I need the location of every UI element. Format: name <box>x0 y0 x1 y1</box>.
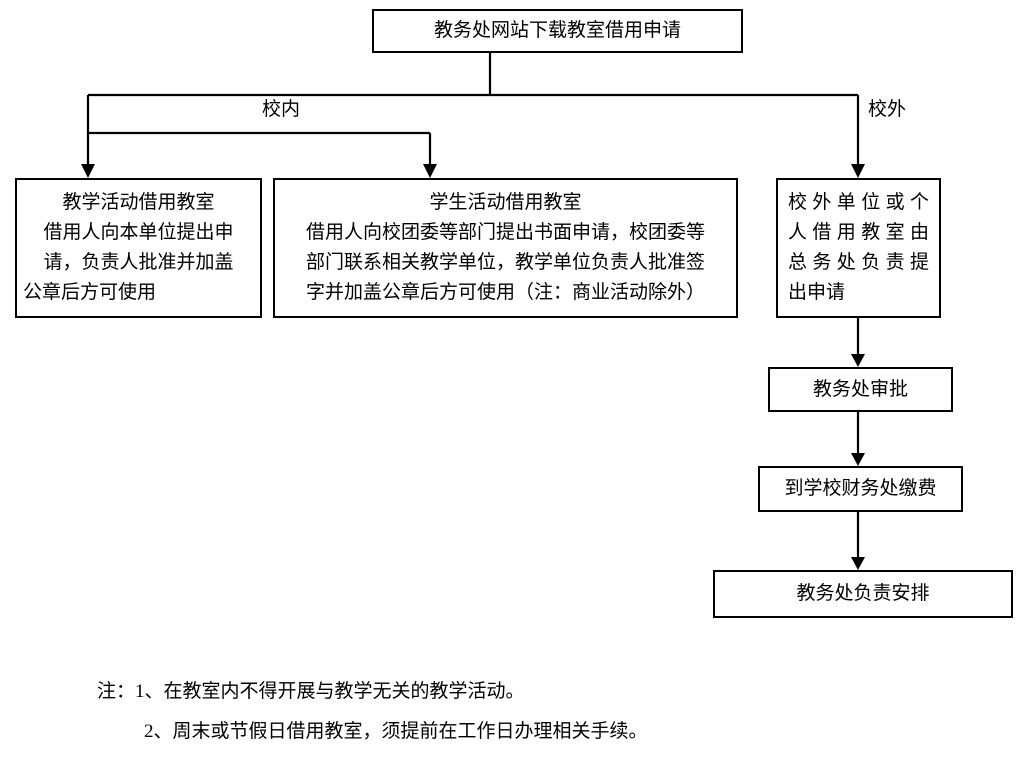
note-row-1: 注：1、在教室内不得开展与教学无关的教学活动。 <box>97 672 648 712</box>
node-student-activity-heading: 学生活动借用教室 <box>429 192 582 213</box>
note-item-1: 1、在教室内不得开展与教学无关的教学活动。 <box>135 681 525 702</box>
node-academic-arrange[interactable]: 教务处负责安排 <box>713 570 1013 618</box>
note-item-2: 2、周末或节假日借用教室，须提前在工作日办理相关手续。 <box>144 721 648 742</box>
branch-label-inside-text: 校内 <box>262 99 301 120</box>
node-finance-payment[interactable]: 到学校财务处缴费 <box>758 466 963 512</box>
note-row-2: 2、周末或节假日借用教室，须提前在工作日办理相关手续。 <box>97 712 648 752</box>
node-finance-payment-label: 到学校财务处缴费 <box>784 478 937 499</box>
node-teaching-activity-line-2: 请，负责人批准并加盖 <box>43 252 234 273</box>
node-teaching-activity-line-1: 借用人向本单位提出申 <box>43 222 234 243</box>
node-teaching-activity-line-3: 公章后方可使用 <box>23 282 157 303</box>
node-external-unit-line-1: 校外单位或个 <box>788 192 929 213</box>
arrowhead-teaching-activity <box>81 164 95 178</box>
branch-label-outside-text: 校外 <box>868 99 907 120</box>
node-teaching-activity-heading: 教学活动借用教室 <box>62 192 215 213</box>
notes-prefix: 注： <box>97 681 136 702</box>
node-teaching-activity[interactable]: 教学活动借用教室 借用人向本单位提出申 请，负责人批准并加盖 公章后方可使用 <box>15 178 262 318</box>
node-student-activity-line-1: 借用人向校团委等部门提出书面申请，校团委等 <box>305 222 705 243</box>
branch-label-outside: 校外 <box>868 98 906 122</box>
branch-label-inside: 校内 <box>262 98 300 122</box>
node-academic-approval[interactable]: 教务处审批 <box>768 367 953 412</box>
arrowhead-academic-arrange <box>851 557 865 570</box>
node-external-unit-line-3: 总务处负责提 <box>788 252 929 273</box>
node-start-label: 教务处网站下载教室借用申请 <box>433 20 681 41</box>
node-student-activity[interactable]: 学生活动借用教室 借用人向校团委等部门提出书面申请，校团委等 部门联系相关教学单… <box>273 178 738 318</box>
node-external-unit[interactable]: 校外单位或个 人借用教室由 总务处负责提 出申请 <box>776 178 941 318</box>
node-student-activity-line-2: 部门联系相关教学单位，教学单位负责人批准签 <box>305 252 705 273</box>
node-external-unit-line-4: 出申请 <box>788 282 846 303</box>
node-student-activity-line-3: 字并加盖公章后方可使用（注：商业活动除外） <box>305 282 705 303</box>
node-start[interactable]: 教务处网站下载教室借用申请 <box>372 9 743 53</box>
arrowhead-external-unit <box>851 164 865 178</box>
node-external-unit-line-2: 人借用教室由 <box>788 222 929 243</box>
arrowhead-student-activity <box>423 164 437 178</box>
node-academic-approval-label: 教务处审批 <box>812 378 908 400</box>
arrowhead-academic-approval <box>851 354 865 367</box>
notes-block: 注：1、在教室内不得开展与教学无关的教学活动。 2、周末或节假日借用教室，须提前… <box>97 672 648 752</box>
node-academic-arrange-label: 教务处负责安排 <box>796 583 930 604</box>
arrowhead-finance-payment <box>851 453 865 466</box>
